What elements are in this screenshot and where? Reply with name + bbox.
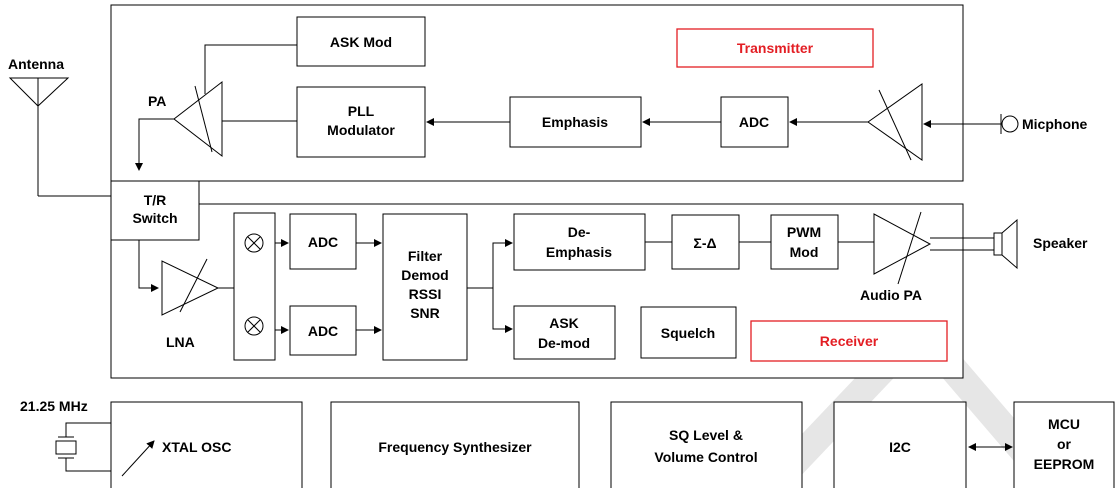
audio-pa-label: Audio PA [860,287,922,303]
filter-demod-label-4: SNR [410,305,440,321]
mic-amplifier-icon [867,83,923,161]
adc-rx-i-block [289,213,357,270]
filter-demod-label-3: RSSI [409,286,442,302]
pll-modulator-label-2: Modulator [327,122,395,138]
adc-tx-label: ADC [739,114,769,130]
ask-demod-block [513,305,616,360]
speaker-label: Speaker [1033,235,1088,251]
pa-amplifier-icon [173,80,223,158]
pa-label: PA [148,93,166,109]
lna-amplifier-icon [161,258,220,316]
filter-to-deemphasis-arrow [492,239,513,288]
sq-level-label-1: SQ Level & [669,427,743,443]
pa-to-askmod-wire [204,44,297,94]
transmitter-label-box [676,28,874,68]
mcu-label-1: MCU [1048,416,1080,432]
pa-to-tr-arrow [135,118,174,171]
mixer-q-icon [244,316,264,336]
mixer-i-icon [244,233,264,253]
sigma-delta-label: Σ-Δ [693,235,716,251]
xtal-osc-block [110,401,303,488]
xtal-freq-label: 21.25 MHz [20,398,88,414]
pwm-mod-label-2: Mod [790,244,819,260]
tr-switch-block [110,180,200,241]
pll-modulator-block [296,86,426,158]
xtal-tune-arrow [121,440,155,477]
filter-demod-label-1: Filter [408,248,443,264]
mixer-block [233,212,276,361]
lna-label: LNA [166,334,195,350]
microphone-icon [1000,114,1019,134]
transmitter-label: Transmitter [737,40,814,56]
pwm-mod-label-1: PWM [787,224,821,240]
i2c-block [833,401,967,488]
tr-to-lna-arrow [138,240,159,292]
receiver-label: Receiver [820,333,879,349]
crystal-icon [55,422,124,472]
squelch-label: Squelch [661,325,715,341]
emphasis-label: Emphasis [542,114,608,130]
tr-switch-label-1: T/R [144,192,167,208]
adc-rx-i-label: ADC [308,234,338,250]
mcu-label-3: EEPROM [1034,456,1095,472]
sq-level-block [610,401,803,488]
filter-demod-label-2: Demod [401,267,448,283]
de-emphasis-block [513,213,646,271]
sq-level-label-2: Volume Control [654,449,757,465]
pll-modulator-label-1: PLL [348,103,375,119]
speaker-icon [993,218,1018,270]
de-emphasis-label-1: De- [568,224,591,240]
antenna-label: Antenna [8,56,64,72]
antenna-icon [8,77,111,197]
adc-rx-q-label: ADC [308,323,338,339]
i2c-label: I2C [889,439,911,455]
frequency-synthesizer-block [330,401,580,488]
frequency-synthesizer-label: Frequency Synthesizer [378,439,532,455]
pwm-mod-block [770,214,839,270]
de-emphasis-label-2: Emphasis [546,244,612,260]
ask-mod-block [296,16,426,67]
ask-mod-label: ASK Mod [330,34,392,50]
xtal-osc-label: XTAL OSC [162,439,232,455]
audio-pa-amplifier-icon [873,211,932,285]
squelch-block [640,306,737,359]
mcu-label-2: or [1057,436,1072,452]
filter-demod-block [382,213,468,361]
receiver-label-box [750,320,948,362]
ask-demod-label-1: ASK [549,315,579,331]
ask-demod-label-2: De-mod [538,335,590,351]
microphone-label: Micphone [1022,116,1088,132]
tr-switch-label-2: Switch [132,210,177,226]
sigma-delta-block [671,214,740,270]
filter-to-askdemod-arrow [492,288,513,333]
mcu-eeprom-block [1013,401,1115,488]
emphasis-block [509,96,642,148]
